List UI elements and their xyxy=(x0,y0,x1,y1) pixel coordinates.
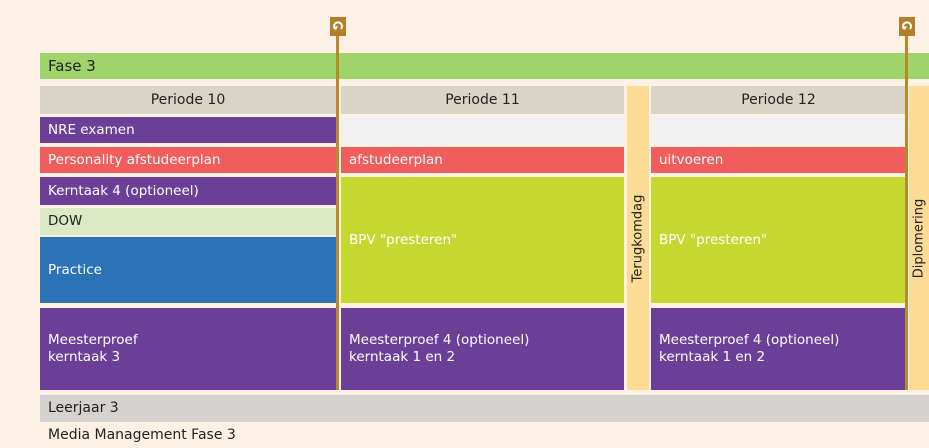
meesterproef-kerntaak-3-cell: Meesterproef kerntaak 3 xyxy=(40,308,336,390)
footer-caption: Media Management Fase 3 xyxy=(40,425,540,445)
personality-afstudeerplan-label: Personality afstudeerplan xyxy=(48,151,221,168)
return-arrow-icon xyxy=(330,17,346,36)
leerjaar-bar: Leerjaar 3 xyxy=(40,395,929,422)
terugkomdag-label: Terugkomdag xyxy=(630,194,646,282)
meesterproef-4-cell-11: Meesterproef 4 (optioneel) kerntaak 1 en… xyxy=(341,308,624,390)
kerntaak-4-label: Kerntaak 4 (optioneel) xyxy=(48,182,199,199)
periode-11-header: Periode 11 xyxy=(341,86,624,114)
afstudeerplan-cell: afstudeerplan xyxy=(341,147,624,173)
practice-cell: Practice xyxy=(40,237,336,303)
terugkomdag-bar: Terugkomdag xyxy=(627,86,649,390)
practice-label: Practice xyxy=(48,261,102,278)
diplomering-label: Diplomering xyxy=(911,198,927,278)
bpv-presteren-cell-12: BPV "presteren" xyxy=(651,177,906,303)
fase-bar: Fase 3 xyxy=(40,53,929,79)
dow-cell: DOW xyxy=(40,208,336,235)
meesterproef-4-kerntaak-12: kerntaak 1 en 2 xyxy=(659,349,766,365)
meesterproef-4-title-11: Meesterproef 4 (optioneel) xyxy=(349,332,530,348)
afstudeerplan-label: afstudeerplan xyxy=(349,151,443,168)
meesterproef-4-cell-12: Meesterproef 4 (optioneel) kerntaak 1 en… xyxy=(651,308,906,390)
bpv-presteren-label-12: BPV "presteren" xyxy=(659,231,768,248)
leerjaar-label: Leerjaar 3 xyxy=(48,400,119,416)
nre-examen-cell: NRE examen xyxy=(40,117,336,143)
marker-line-right xyxy=(905,34,908,390)
footer-caption-label: Media Management Fase 3 xyxy=(48,426,236,443)
periode-12-empty-row xyxy=(651,117,906,143)
meesterproef-4-title-12: Meesterproef 4 (optioneel) xyxy=(659,332,840,348)
periode-10-label: Periode 10 xyxy=(150,91,226,108)
bpv-presteren-cell-11: BPV "presteren" xyxy=(341,177,624,303)
nre-examen-label: NRE examen xyxy=(48,121,135,138)
bpv-presteren-label-11: BPV "presteren" xyxy=(349,231,458,248)
periode-12-header: Periode 12 xyxy=(651,86,906,114)
uitvoeren-label: uitvoeren xyxy=(659,151,724,168)
marker-line-left xyxy=(336,34,339,390)
fase-label: Fase 3 xyxy=(48,56,96,75)
uitvoeren-cell: uitvoeren xyxy=(651,147,906,173)
dow-label: DOW xyxy=(48,213,83,229)
periode-12-label: Periode 12 xyxy=(741,91,816,108)
kerntaak-4-cell: Kerntaak 4 (optioneel) xyxy=(40,177,336,205)
meesterproef-4-kerntaak-11: kerntaak 1 en 2 xyxy=(349,349,456,365)
periode-11-label: Periode 11 xyxy=(445,91,520,108)
meesterproef-title: Meesterproef xyxy=(48,332,138,348)
periode-11-empty-row xyxy=(341,117,624,143)
diplomering-bar: Diplomering xyxy=(909,86,929,390)
personality-afstudeerplan-cell: Personality afstudeerplan xyxy=(40,147,336,173)
return-arrow-icon xyxy=(899,17,915,36)
periode-10-header: Periode 10 xyxy=(40,86,336,114)
meesterproef-kerntaak: kerntaak 3 xyxy=(48,349,121,365)
